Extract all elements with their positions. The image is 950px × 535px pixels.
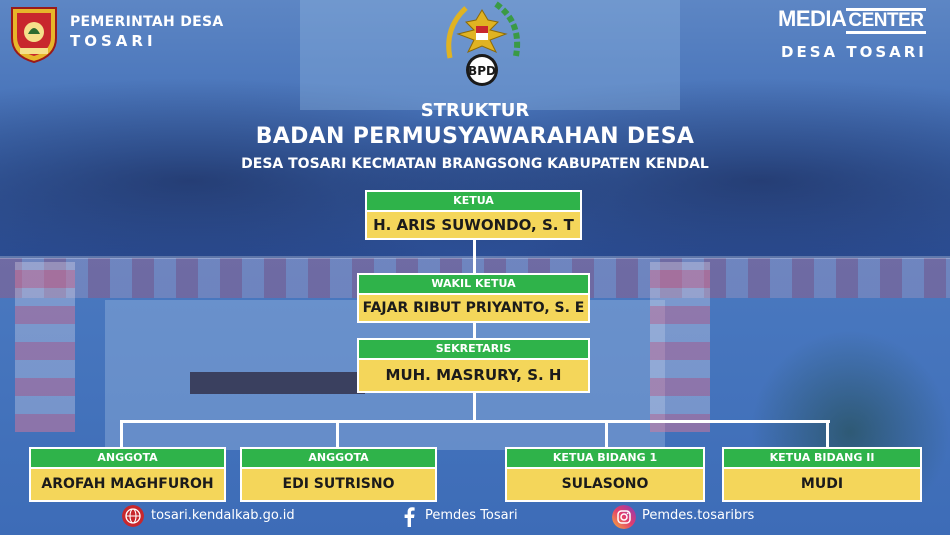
facebook-icon	[404, 507, 415, 527]
org-box-wakil-ketua: WAKIL KETUA FAJAR RIBUT PRIYANTO, S. E	[357, 273, 590, 323]
org-box-member-2: ANGGOTA EDI SUTRISNO	[240, 447, 437, 502]
globe-icon	[122, 505, 144, 527]
org-box-member-3: KETUA BIDANG 1 SULASONO	[505, 447, 705, 502]
role-label-ketua: KETUA	[367, 192, 580, 210]
garuda-bpd-emblem: BPD	[446, 1, 520, 86]
org-box-ketua: KETUA H. ARIS SUWONDO, S. T	[365, 190, 582, 240]
org-box-member-1: ANGGOTA AROFAH MAGHFUROH	[29, 447, 226, 502]
name-member-2: EDI SUTRISNO	[242, 469, 435, 500]
role-label-member-4: KETUA BIDANG II	[724, 449, 920, 467]
role-label-member-3: KETUA BIDANG 1	[507, 449, 703, 467]
media-word: MEDIA	[778, 6, 847, 31]
connector-horizontal-bar	[120, 420, 830, 423]
role-label-member-1: ANGGOTA	[31, 449, 224, 467]
connector-ketua-wakil	[473, 240, 476, 274]
connector-member-1	[120, 420, 123, 448]
kendal-crest-logo	[11, 7, 57, 64]
org-box-sekretaris: SEKRETARIS MUH. MASRURY, S. H	[357, 338, 590, 393]
name-ketua: H. ARIS SUWONDO, S. T	[367, 212, 580, 238]
org-name-line1: PEMERINTAH DESA	[70, 14, 224, 30]
role-label-sekretaris: SEKRETARIS	[359, 340, 588, 358]
connector-member-3	[605, 420, 608, 448]
connector-member-2	[336, 420, 339, 448]
title-line3: DESA TOSARI KECMATAN BRANGSONG KABUPATEN…	[241, 156, 709, 172]
footer-instagram[interactable]: Pemdes.tosaribrs	[642, 508, 755, 523]
title-line1: STRUKTUR	[420, 100, 530, 121]
background-flag-right	[650, 262, 710, 432]
role-label-member-2: ANGGOTA	[242, 449, 435, 467]
footer-website[interactable]: tosari.kendalkab.go.id	[151, 508, 295, 523]
name-member-3: SULASONO	[507, 469, 703, 500]
org-box-member-4: KETUA BIDANG II MUDI	[722, 447, 922, 502]
emblem-text: BPD	[468, 64, 496, 78]
name-wakil-ketua: FAJAR RIBUT PRIYANTO, S. E	[359, 295, 588, 321]
title-line2: BADAN PERMUSYAWARAHAN DESA	[255, 124, 695, 149]
name-member-4: MUDI	[724, 469, 920, 500]
name-sekretaris: MUH. MASRURY, S. H	[359, 360, 588, 391]
instagram-icon	[612, 505, 636, 529]
media-center-subtitle: DESA TOSARI	[781, 43, 927, 61]
background-sign	[190, 372, 365, 394]
connector-sekretaris-bar	[473, 393, 476, 421]
background-flag-left	[15, 262, 75, 432]
org-name-line2: TOSARI	[70, 32, 157, 50]
connector-member-4	[826, 420, 829, 448]
background-wall	[300, 0, 680, 110]
footer-facebook[interactable]: Pemdes Tosari	[425, 508, 518, 523]
role-label-wakil-ketua: WAKIL KETUA	[359, 275, 588, 293]
center-word: CENTER	[846, 8, 926, 34]
name-member-1: AROFAH MAGHFUROH	[31, 469, 224, 500]
connector-wakil-sekretaris	[473, 322, 476, 338]
